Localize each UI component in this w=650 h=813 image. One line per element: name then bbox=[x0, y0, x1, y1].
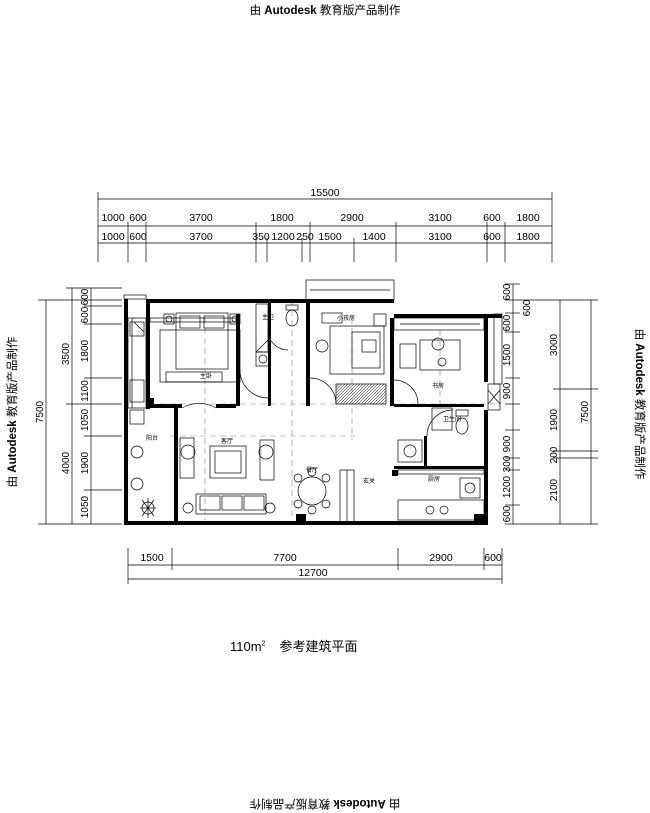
dim-right-r2-4: 900 bbox=[502, 435, 513, 452]
dim-right-r2-3: 900 bbox=[502, 382, 513, 399]
plan-caption: 110m2 参考建筑平面 bbox=[230, 636, 357, 655]
dim-top-overall: 15500 bbox=[310, 187, 339, 199]
dim-right-r1-1: 1900 bbox=[549, 408, 560, 431]
furniture bbox=[129, 303, 501, 521]
watermark-top: 由 Autodesk 教育版产品制作 bbox=[249, 5, 401, 17]
dim-top-r2-10: 1800 bbox=[516, 231, 540, 243]
dim-top-r2-8: 3100 bbox=[428, 231, 452, 243]
dim-top-r1-3: 1800 bbox=[270, 212, 294, 224]
dim-right-r2-6: 1200 bbox=[502, 475, 513, 498]
room-label-balcony: 阳台 bbox=[146, 434, 158, 442]
dim-top-r1-5: 3100 bbox=[428, 212, 452, 224]
dim-top-r2-1: 600 bbox=[129, 231, 147, 243]
dim-top-r1-1: 600 bbox=[129, 212, 147, 224]
dim-top-r2-7: 1400 bbox=[362, 231, 386, 243]
dining-table bbox=[297, 476, 327, 506]
dim-right-r2-2: 1500 bbox=[502, 343, 513, 366]
room-label-master-bedroom: 主卧 bbox=[200, 372, 212, 380]
dimension-texts-left: 7500 3500 4000 600 600 1800 1100 1050 19… bbox=[35, 288, 91, 518]
master-bed bbox=[175, 312, 229, 370]
dim-top-r2-4: 1200 bbox=[271, 231, 295, 243]
dim-bottom-1: 7700 bbox=[273, 552, 297, 564]
dim-top-r2-3: 350 bbox=[252, 231, 270, 243]
dim-left-r1-0: 3500 bbox=[61, 342, 72, 365]
study-desk bbox=[419, 339, 461, 371]
plan-title: 参考建筑平面 bbox=[279, 639, 358, 654]
room-label-guest-bath: 卫生间 bbox=[443, 415, 461, 423]
kitchen-counter bbox=[397, 499, 485, 521]
dim-bottom-3: 600 bbox=[484, 552, 502, 564]
dim-left-r2-2: 1800 bbox=[80, 339, 91, 362]
dim-right-extra-1: 200 bbox=[549, 446, 560, 463]
dim-left-r2-3: 1100 bbox=[80, 380, 91, 402]
dim-top-r2-5: 250 bbox=[296, 231, 314, 243]
dim-bottom-2: 2900 bbox=[429, 552, 453, 564]
dim-left-r2-4: 1050 bbox=[80, 408, 91, 431]
dim-right-overall: 7500 bbox=[580, 400, 591, 423]
dim-top-r1-6: 600 bbox=[483, 212, 501, 224]
dim-left-r2-6: 1050 bbox=[80, 495, 91, 518]
dim-bottom-overall: 12700 bbox=[298, 567, 327, 579]
dimension-texts-top: 15500 1000 600 3700 1800 2900 3100 600 1… bbox=[101, 187, 540, 243]
dim-top-r1-2: 3700 bbox=[189, 212, 213, 224]
coffee-table bbox=[209, 445, 247, 479]
dim-top-r1-4: 2900 bbox=[340, 212, 364, 224]
wall-outlines bbox=[123, 279, 503, 523]
dimension-texts-right: 7500 3000 1900 2100 600 600 1500 900 900… bbox=[502, 283, 591, 522]
area-value: 110m bbox=[230, 639, 262, 654]
room-label-study: 书房 bbox=[432, 382, 444, 390]
dim-right-r2-0: 600 bbox=[502, 283, 513, 300]
dim-right-r1-0: 3000 bbox=[549, 333, 560, 356]
room-label-living-room: 客厅 bbox=[221, 437, 233, 445]
dimension-lines bbox=[38, 192, 598, 584]
room-labels: 主卧 主卫 小孩房 书房 卫生间 阳台 客厅 餐厅 玄关 厨房 bbox=[146, 313, 461, 485]
room-label-child-room: 小孩房 bbox=[337, 314, 355, 322]
dim-right-r2-5: 300 bbox=[502, 455, 513, 472]
dim-right-r2-1: 600 bbox=[502, 314, 513, 331]
dim-top-r2-0: 1000 bbox=[101, 231, 125, 243]
dim-top-r1-7: 1800 bbox=[516, 212, 540, 224]
dim-left-overall: 7500 bbox=[35, 400, 46, 423]
dim-bottom-0: 1500 bbox=[140, 552, 164, 564]
dim-top-r2-2: 3700 bbox=[189, 231, 213, 243]
dim-left-r2-5: 1900 bbox=[80, 451, 91, 474]
dim-right-r1-2: 2100 bbox=[549, 478, 560, 501]
dim-left-r2-1: 600 bbox=[80, 306, 91, 323]
dim-left-r1-1: 4000 bbox=[61, 451, 72, 474]
dim-right-r2-7: 600 bbox=[502, 505, 513, 522]
dim-top-r2-6: 1500 bbox=[318, 231, 342, 243]
sofa bbox=[195, 493, 267, 515]
room-label-dining-room: 餐厅 bbox=[306, 466, 318, 474]
dim-top-r2-9: 600 bbox=[483, 231, 501, 243]
dim-top-r1-0: 1000 bbox=[101, 212, 125, 224]
dim-left-r2-0: 600 bbox=[80, 288, 91, 305]
dimension-texts-bottom: 1500 7700 2900 600 12700 bbox=[140, 552, 502, 579]
walls bbox=[124, 299, 502, 525]
room-label-master-bath: 主卫 bbox=[262, 313, 274, 321]
dim-right-extra-0: 600 bbox=[522, 299, 533, 316]
axis-lines bbox=[160, 300, 495, 520]
room-label-kitchen: 厨房 bbox=[428, 475, 440, 483]
child-bed bbox=[329, 325, 385, 375]
area-unit-sup: 2 bbox=[261, 640, 266, 648]
room-label-entrance: 玄关 bbox=[363, 477, 375, 485]
